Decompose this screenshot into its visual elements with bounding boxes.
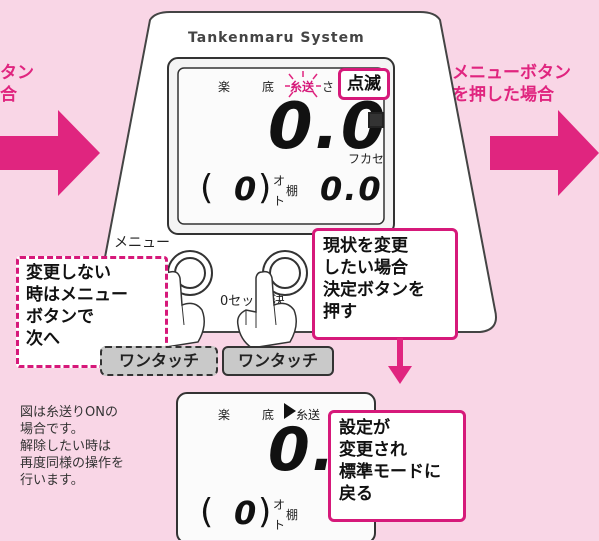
lcd-paren-close: ) (258, 168, 272, 208)
callout-change: 現状を変更 したい場合 決定ボタンを 押す (312, 228, 458, 340)
lcd-label-sa: さ (322, 80, 335, 94)
lcd-small-box-icon (368, 112, 384, 128)
lcd-paren-open: ( (200, 168, 214, 208)
callout-change-line3: 決定ボタンを (323, 280, 425, 300)
right-caption: メニューボタン を押した場合 (452, 62, 571, 106)
lcd2-label-itookuri: 糸送 (296, 408, 321, 422)
result-box-line2: 変更され (339, 440, 407, 460)
blink-label: 点滅 (338, 68, 390, 100)
callout-no-change-line4: 次へ (26, 329, 60, 349)
lcd-label-soko: 底 (262, 80, 275, 94)
lcd-label-raku: 楽 (218, 80, 231, 94)
result-box-line3: 標準モードに (339, 462, 441, 482)
lcd-ota-top: オ (273, 174, 286, 188)
note-line3: 解除したい時は (20, 439, 112, 454)
lcd2-paren-open: ( (200, 492, 214, 532)
lcd-fukase: フカセ (348, 152, 385, 166)
lcd2-indicator-icon (284, 403, 296, 419)
device-brand: Tankenmaru System (188, 30, 365, 46)
one-touch-left: ワンタッチ (100, 346, 218, 376)
lcd2-small-digit: 0 (234, 494, 259, 532)
lcd2-label-raku: 楽 (218, 408, 231, 422)
result-box: 設定が 変更され 標準モードに 戻る (328, 410, 466, 522)
result-box-line1: 設定が (339, 418, 390, 438)
callout-no-change-line3: ボタンで (26, 307, 94, 327)
menu-label: メニュー (114, 235, 170, 251)
hand-right-icon (236, 270, 297, 349)
lcd2-paren-close: ) (258, 492, 272, 532)
down-arrow (388, 338, 412, 384)
one-touch-right: ワンタッチ (222, 346, 334, 376)
note-line4: 再度同様の操作を (20, 456, 125, 471)
callout-change-line2: したい場合 (323, 258, 408, 278)
left-caption: タン 合 (0, 62, 34, 106)
lcd-ota-mid: 棚 (286, 184, 299, 198)
right-arrow (490, 110, 599, 196)
callout-change-line4: 押す (323, 302, 357, 322)
note-line1: 図は糸送りONの (20, 405, 118, 420)
left-caption-line1: タン (0, 63, 34, 83)
left-arrow (0, 110, 100, 196)
lcd2-label-soko: 底 (262, 408, 275, 422)
blink-burst-icon (285, 71, 321, 98)
lcd-label-itookuri: 糸送 (290, 80, 315, 94)
right-caption-line1: メニューボタン (452, 63, 571, 83)
callout-change-line1: 現状を変更 (323, 236, 408, 256)
right-caption-line2: を押した場合 (452, 85, 554, 105)
lcd-ota-bottom: ト (273, 194, 286, 208)
lcd2-ota-top: オ (273, 498, 286, 512)
lcd-right-digits: 0.0 (320, 170, 383, 208)
callout-no-change-line2: 時はメニュー (26, 285, 128, 305)
note-line5: 行います。 (20, 473, 84, 488)
note: 図は糸送りONの 場合です。 解除したい時は 再度同様の操作を 行います。 (20, 404, 124, 489)
left-caption-line2: 合 (0, 85, 17, 105)
result-box-line4: 戻る (339, 484, 373, 504)
note-line2: 場合です。 (20, 422, 84, 437)
callout-no-change-line1: 変更しない (26, 263, 111, 283)
lcd-small-digit: 0 (234, 170, 259, 208)
lcd2-ota-bottom: ト (273, 518, 286, 532)
lcd-big-digits: 0.0 (268, 90, 388, 164)
lcd2-ota-mid: 棚 (286, 508, 299, 522)
